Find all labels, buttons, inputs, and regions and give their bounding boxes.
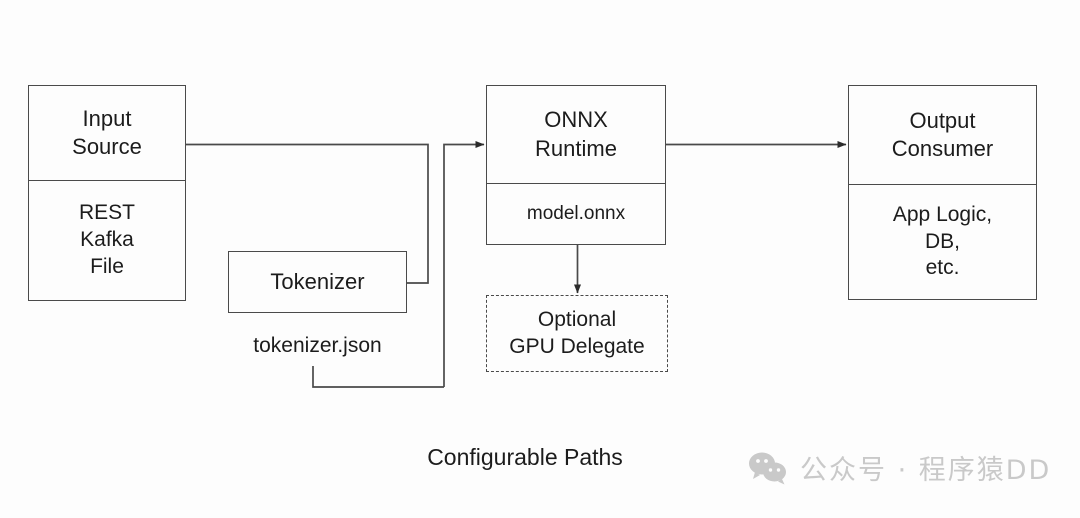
watermark-text: 公众号 · 程序猿DD <box>800 455 1052 486</box>
node-gpu-delegate-title: Optional GPU Delegate <box>509 307 645 358</box>
connector-tokenizer-config-path <box>312 366 444 388</box>
node-gpu-delegate[interactable]: Optional GPU Delegate <box>486 295 668 372</box>
wechat-icon <box>749 452 786 484</box>
node-output-consumer-detail: App Logic, DB, etc. <box>849 184 1036 299</box>
node-onnx-runtime-detail: model.onnx <box>487 183 665 244</box>
node-tokenizer-title: Tokenizer <box>270 268 365 294</box>
node-input-source[interactable]: Input Source REST Kafka File <box>28 85 186 301</box>
node-output-consumer[interactable]: Output Consumer App Logic, DB, etc. <box>848 85 1037 300</box>
node-input-source-detail: REST Kafka File <box>29 180 185 300</box>
watermark: 公众号 · 程序猿DD <box>748 448 1051 487</box>
node-onnx-runtime[interactable]: ONNX Runtime model.onnx <box>486 85 666 245</box>
node-output-consumer-title: Output Consumer <box>891 107 994 161</box>
label-tokenizer-json: tokenizer.json <box>253 334 382 357</box>
node-onnx-runtime-title: ONNX Runtime <box>535 107 617 161</box>
node-tokenizer[interactable]: Tokenizer <box>228 251 407 313</box>
node-input-source-title: Input Source <box>72 105 142 159</box>
diagram-caption: Configurable Paths <box>427 444 623 470</box>
connector-riser-to-onnx-runtime <box>443 141 485 387</box>
